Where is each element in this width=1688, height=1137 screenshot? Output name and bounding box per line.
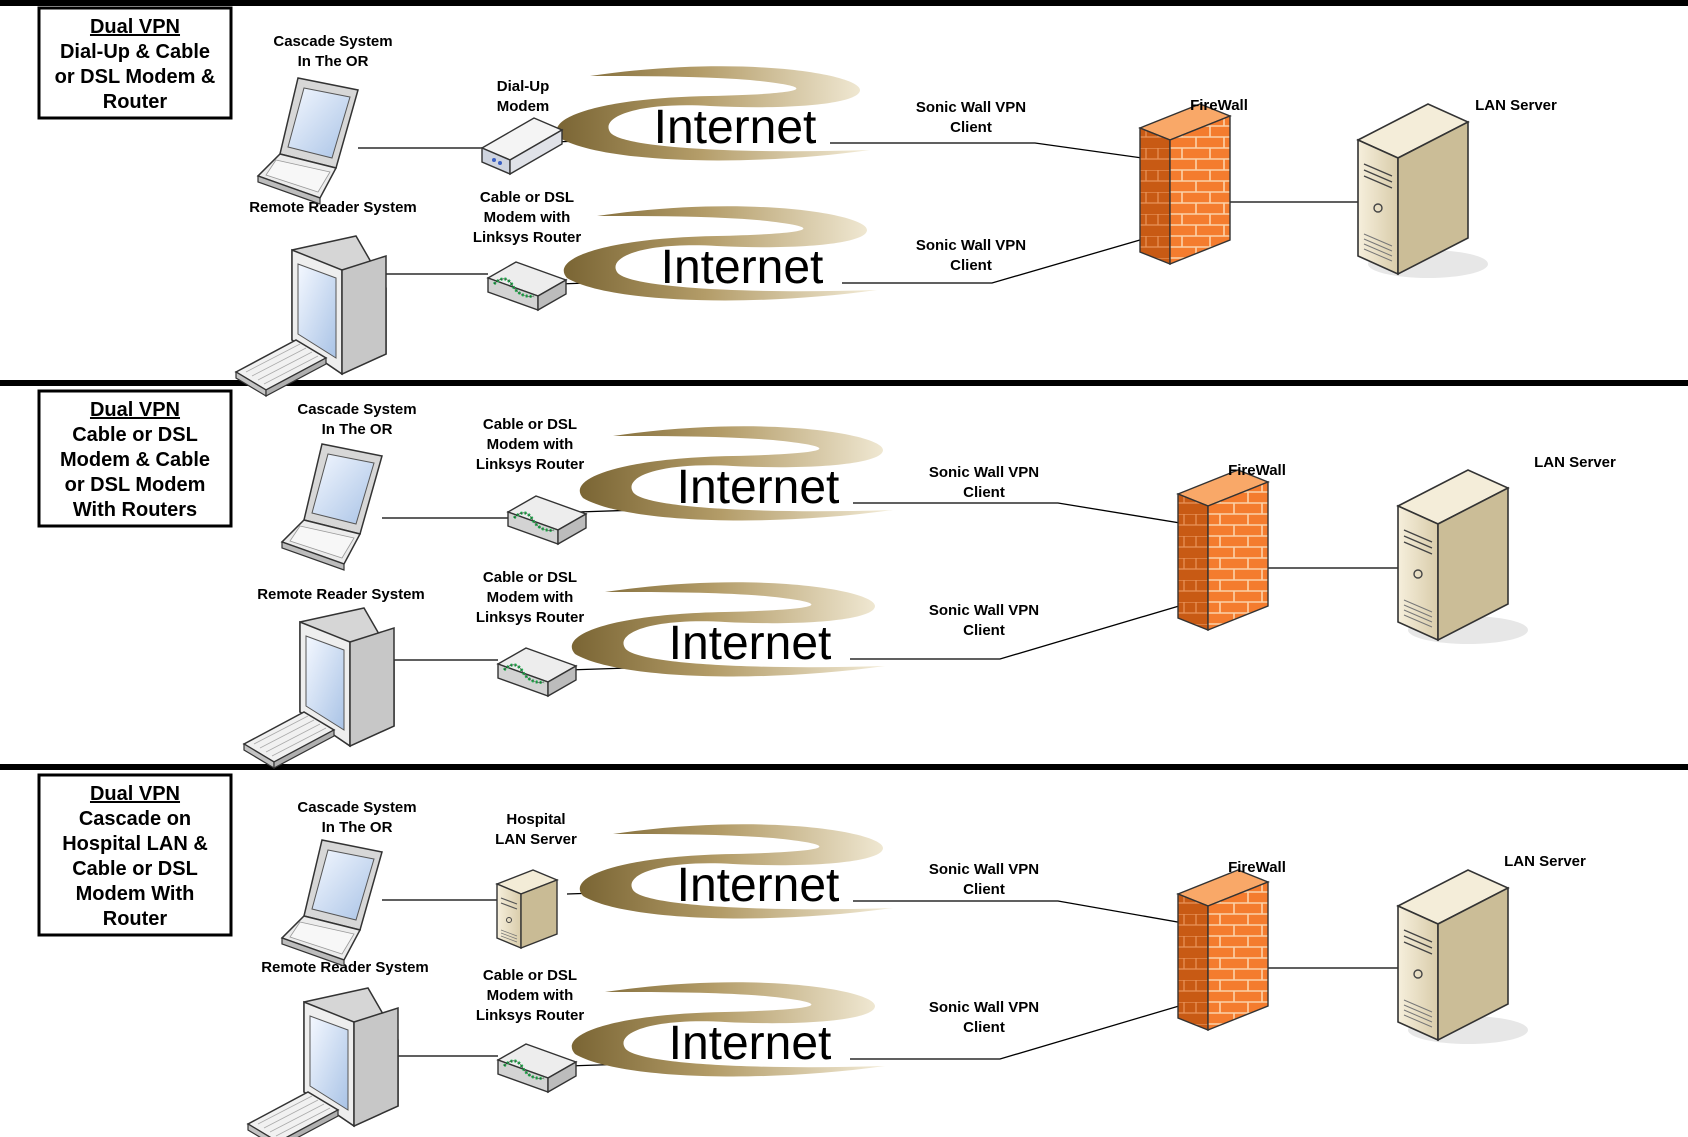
- firewall-label: FireWall: [1228, 462, 1286, 479]
- router-icon: [496, 646, 578, 698]
- section-title-box: [37, 389, 233, 528]
- internet-label-bottom: Internet: [669, 1017, 832, 1070]
- firewall-label: FireWall: [1228, 859, 1286, 876]
- bottom-device-label: Remote Reader System: [249, 199, 417, 216]
- laptop-icon: [281, 443, 383, 571]
- router-icon: [506, 494, 588, 546]
- small-server-icon: [496, 869, 558, 949]
- router-icon: [496, 1042, 578, 1094]
- firewall-icon: [1177, 469, 1269, 631]
- wire-vpn-bottom: [842, 223, 1196, 284]
- desktop-computer-icon: [247, 987, 399, 1137]
- wire-vpn-top: [853, 900, 1224, 931]
- bottom-device-label: Remote Reader System: [257, 586, 425, 603]
- section-title-box: [37, 6, 233, 120]
- wire-vpn-bottom: [850, 989, 1234, 1060]
- internet-label-bottom: Internet: [669, 617, 832, 670]
- laptop-icon: [257, 77, 359, 205]
- lan-server-icon: [1357, 103, 1489, 279]
- bottom-device-label: Remote Reader System: [261, 959, 429, 976]
- wire-vpn-top: [853, 502, 1224, 531]
- internet-label-bottom: Internet: [661, 241, 824, 294]
- internet-label-top: Internet: [654, 101, 817, 154]
- wire-vpn-bottom: [850, 589, 1234, 660]
- firewall-icon: [1177, 869, 1269, 1031]
- wire-bottom-link: [567, 667, 629, 671]
- section-title-box: [37, 773, 233, 937]
- internet-label-top: Internet: [677, 859, 840, 912]
- router-icon: [486, 260, 568, 312]
- desktop-computer-icon: [243, 607, 395, 769]
- lan-server-icon: [1397, 469, 1529, 645]
- desktop-computer-icon: [235, 235, 387, 397]
- firewall-icon: [1139, 103, 1231, 265]
- lan-server-label: LAN Server: [1504, 853, 1586, 870]
- laptop-icon: [281, 839, 383, 967]
- lan-server-label: LAN Server: [1534, 454, 1616, 471]
- lan-server-label: LAN Server: [1475, 97, 1557, 114]
- lan-server-icon: [1397, 869, 1529, 1045]
- dialup-modem-icon: [481, 117, 563, 175]
- internet-label-top: Internet: [677, 461, 840, 514]
- firewall-label: FireWall: [1190, 97, 1248, 114]
- wire-vpn-top: [830, 142, 1186, 165]
